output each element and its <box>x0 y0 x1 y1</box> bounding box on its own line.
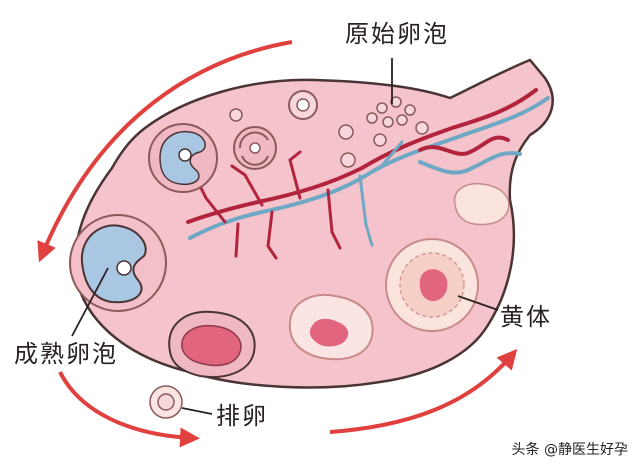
primordial-follicles <box>229 96 429 168</box>
released-ovum <box>149 385 183 419</box>
cycle-arrow-bottom-left <box>58 371 200 448</box>
ovulation-label: 排卵 <box>216 402 268 430</box>
growing-follicle <box>288 90 318 120</box>
blood-vessels <box>186 88 550 260</box>
ruptured-follicle <box>168 310 256 378</box>
primordial-follicle-label: 原始卵泡 <box>345 20 449 48</box>
corpus-albicans <box>453 182 510 226</box>
developing-corpus-luteum <box>288 294 374 361</box>
cycle-arrow-bottom-right <box>329 348 518 434</box>
antral-follicle <box>148 123 218 193</box>
mature-follicle <box>69 214 167 312</box>
watermark: 头条 @静医生好孕 <box>511 442 628 458</box>
leader-lines <box>71 58 499 415</box>
secondary-follicle <box>233 126 277 170</box>
corpus-luteum-label: 黄体 <box>500 303 552 331</box>
cycle-arrow-top <box>37 40 293 263</box>
corpus-luteum <box>385 238 479 332</box>
mature-follicle-label: 成熟卵泡 <box>14 340 118 368</box>
